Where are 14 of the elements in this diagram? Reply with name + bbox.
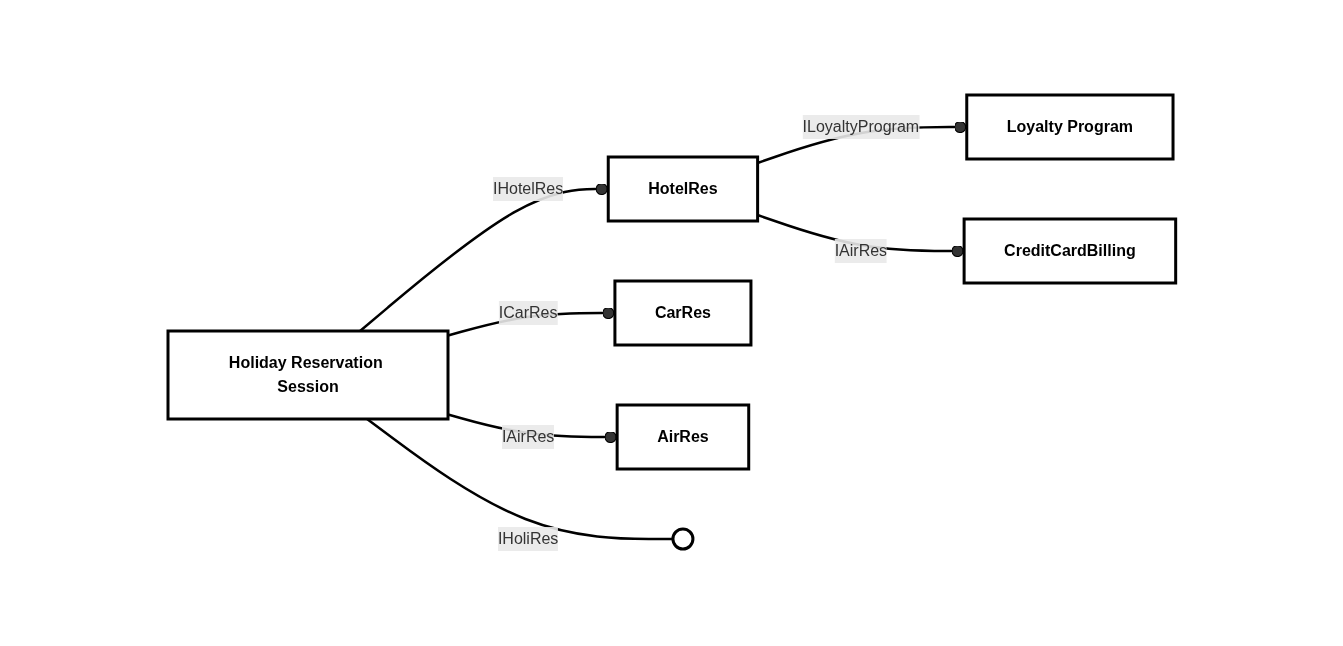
node-box: Loyalty Program — [964, 93, 1175, 161]
edge-label: ILoyaltyProgram — [802, 118, 919, 135]
node-circle — [671, 527, 695, 551]
edge-label: ICarRes — [498, 304, 558, 321]
node-box: AirRes — [615, 403, 750, 471]
node-box: CarRes — [613, 279, 753, 347]
edge-label: IHotelRes — [492, 180, 563, 197]
node-box: CreditCardBilling — [962, 217, 1177, 285]
edge-label: IHoliRes — [497, 530, 559, 547]
node-box: HotelRes — [606, 155, 759, 223]
node-box: Holiday Reservation Session — [166, 329, 450, 421]
edge-label: IAirRes — [501, 428, 555, 445]
edge-label: IAirRes — [834, 242, 887, 259]
connector — [358, 182, 608, 332]
